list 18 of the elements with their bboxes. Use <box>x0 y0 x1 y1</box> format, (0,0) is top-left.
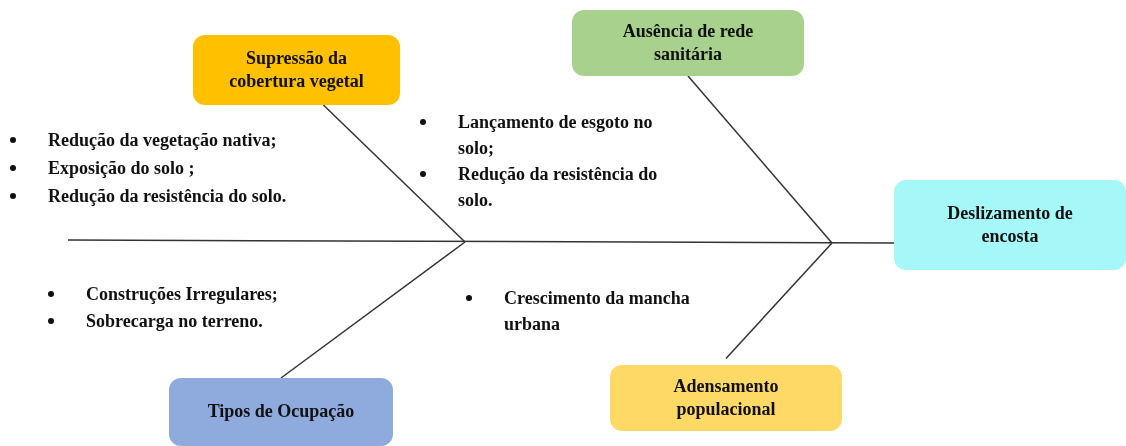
list-item-text: Sobrecarga no terreno. <box>86 310 264 333</box>
effect-box: Deslizamento de encosta <box>894 180 1126 270</box>
cause-box: Tipos de Ocupação <box>169 378 393 446</box>
bone-line <box>322 104 466 243</box>
list-item-text: Redução da resistência do solo. <box>458 163 659 213</box>
list-item-text: Redução da resistência do solo. <box>48 185 288 208</box>
bone-line <box>280 241 466 379</box>
cause-box: Ausência de rede sanitária <box>572 10 804 76</box>
bone-line <box>687 75 833 244</box>
bone-line <box>725 242 833 360</box>
list-item-text: Lançamento de esgoto no solo; <box>458 111 654 161</box>
list-item-text: Redução da vegetação nativa; <box>48 129 278 152</box>
cause-box: Supressão da cobertura vegetal <box>193 35 400 105</box>
list-item-text: Exposição do solo ; <box>48 157 196 180</box>
cause-box: Adensamento populacional <box>610 365 842 431</box>
list-item-text: Crescimento da mancha urbana <box>504 287 691 337</box>
list-item-text: Construções Irregulares; <box>86 283 279 306</box>
spine-line <box>67 239 895 244</box>
